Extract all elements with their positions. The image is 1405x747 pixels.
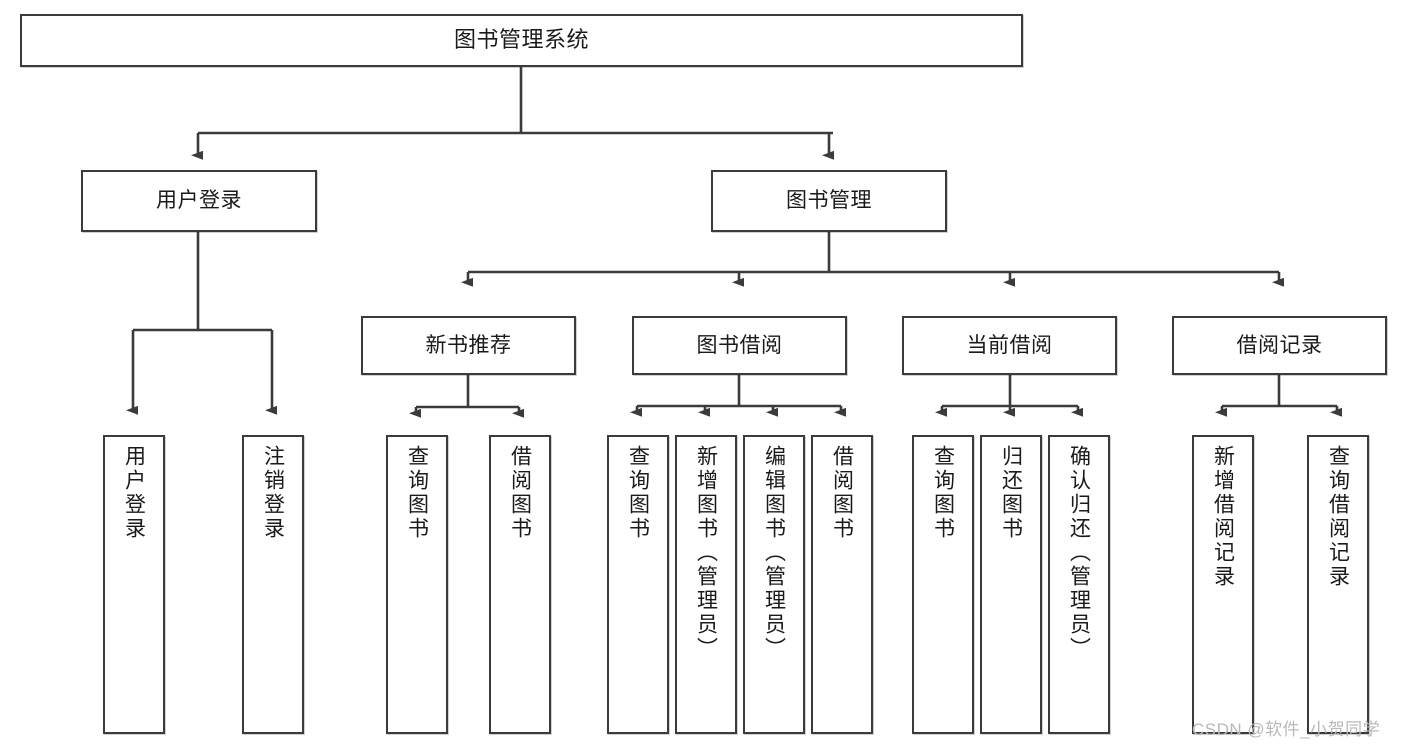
leaf-book-borrow-borrow-label: 借阅图书	[830, 445, 854, 541]
node-current-borrow[interactable]: 当前借阅	[902, 316, 1117, 375]
node-user-login[interactable]: 用户登录	[81, 170, 317, 232]
node-book-borrow[interactable]: 图书借阅	[632, 316, 847, 375]
leaf-book-borrow-query[interactable]: 查询图书	[607, 435, 669, 734]
leaf-book-borrow-query-label: 查询图书	[626, 445, 650, 541]
leaf-new-book-borrow-label: 借阅图书	[508, 445, 532, 541]
leaf-book-borrow-add-label: 新增图书（管理员）	[694, 445, 718, 661]
node-root-label: 图书管理系统	[453, 27, 589, 53]
node-borrow-record[interactable]: 借阅记录	[1172, 316, 1387, 375]
node-book-management[interactable]: 图书管理	[711, 170, 947, 232]
leaf-new-book-borrow[interactable]: 借阅图书	[489, 435, 551, 734]
leaf-book-borrow-edit[interactable]: 编辑图书（管理员）	[743, 435, 805, 734]
node-new-book-recommend[interactable]: 新书推荐	[361, 316, 576, 375]
node-root[interactable]: 图书管理系统	[20, 14, 1023, 67]
leaf-current-borrow-return-label: 归还图书	[999, 445, 1023, 541]
leaf-user-login-signin[interactable]: 用户登录	[103, 435, 165, 734]
leaf-current-borrow-confirm-return[interactable]: 确认归还（管理员）	[1048, 435, 1110, 734]
leaf-new-book-query[interactable]: 查询图书	[386, 435, 448, 734]
leaf-new-book-query-label: 查询图书	[405, 445, 429, 541]
leaf-current-borrow-return[interactable]: 归还图书	[980, 435, 1042, 734]
leaf-user-login-signin-label: 用户登录	[122, 445, 146, 541]
leaf-borrow-record-add[interactable]: 新增借阅记录	[1192, 435, 1254, 734]
leaf-borrow-record-add-label: 新增借阅记录	[1211, 445, 1235, 589]
node-borrow-record-label: 借阅记录	[1236, 333, 1323, 357]
leaf-current-borrow-query[interactable]: 查询图书	[912, 435, 974, 734]
node-book-management-label: 图书管理	[786, 189, 872, 213]
leaf-user-login-signout-label: 注销登录	[261, 445, 285, 541]
leaf-book-borrow-add[interactable]: 新增图书（管理员）	[675, 435, 737, 734]
leaf-current-borrow-query-label: 查询图书	[931, 445, 955, 541]
leaf-book-borrow-borrow[interactable]: 借阅图书	[811, 435, 873, 734]
node-new-book-recommend-label: 新书推荐	[425, 333, 512, 357]
watermark: CSDN @软件_小贺同学	[1192, 720, 1381, 739]
leaf-borrow-record-query-label: 查询借阅记录	[1326, 445, 1350, 589]
leaf-user-login-signout[interactable]: 注销登录	[242, 435, 304, 734]
leaf-current-borrow-confirm-return-label: 确认归还（管理员）	[1067, 445, 1091, 661]
node-user-login-label: 用户登录	[156, 189, 242, 213]
leaf-borrow-record-query[interactable]: 查询借阅记录	[1307, 435, 1369, 734]
node-current-borrow-label: 当前借阅	[966, 333, 1053, 357]
leaf-book-borrow-edit-label: 编辑图书（管理员）	[762, 445, 786, 661]
node-book-borrow-label: 图书借阅	[696, 333, 783, 357]
